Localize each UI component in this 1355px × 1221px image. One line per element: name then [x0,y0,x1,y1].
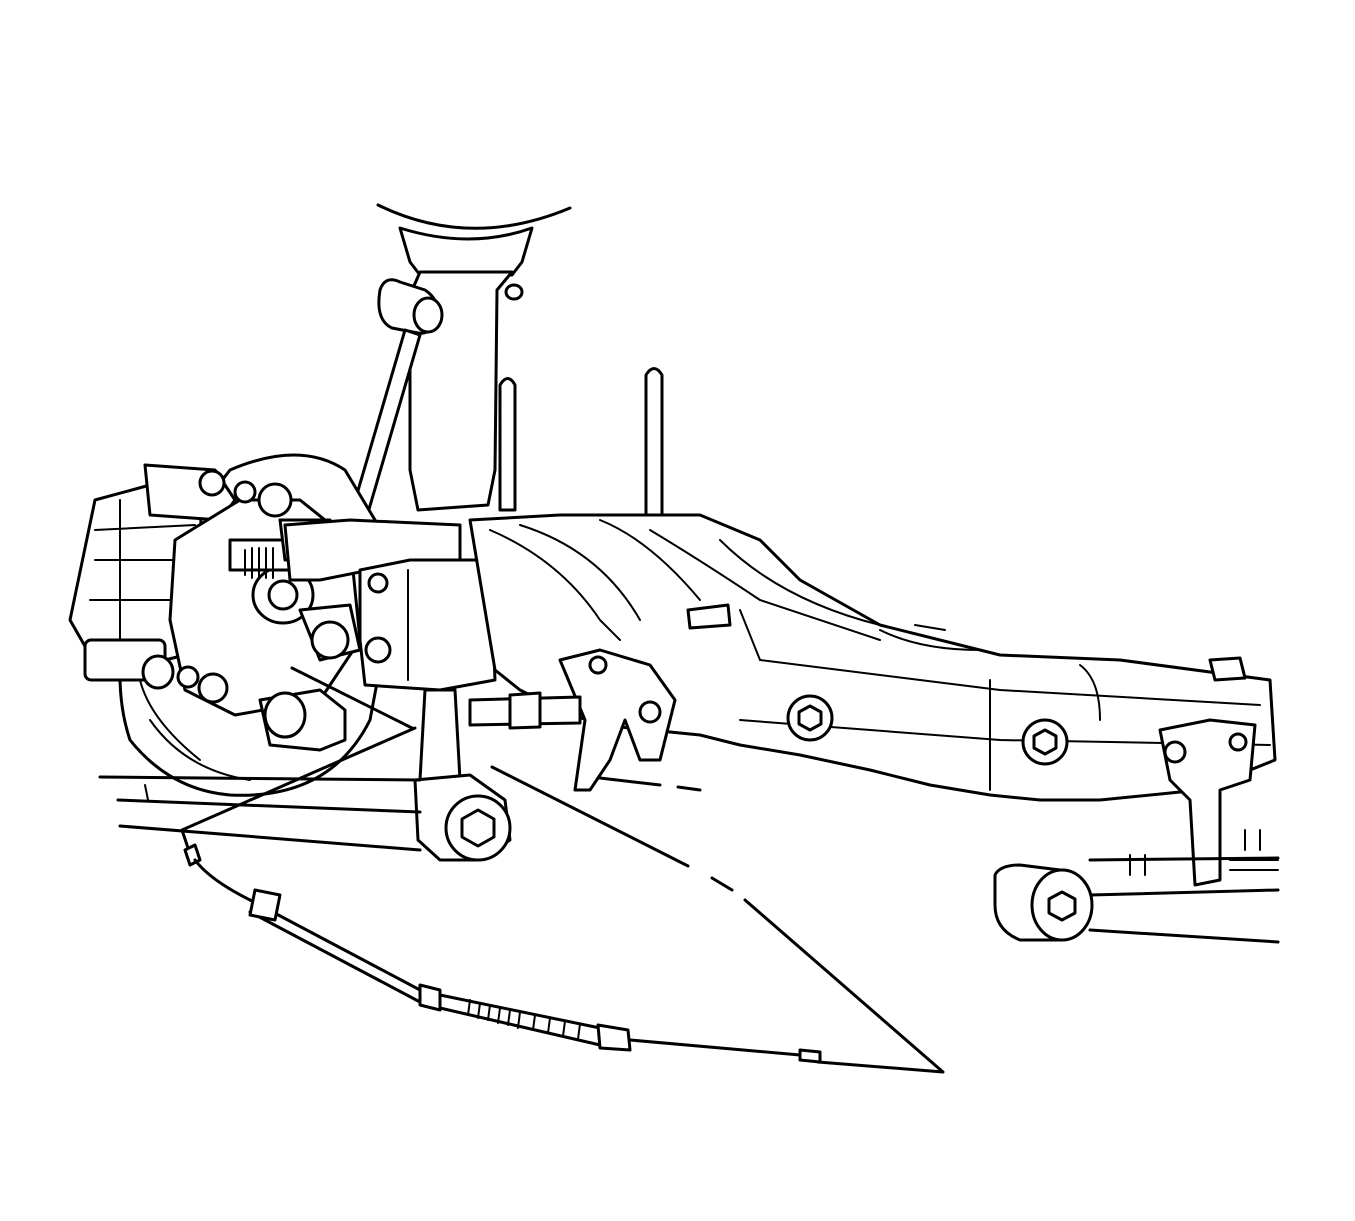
dashed-centerline [598,776,702,792]
subframe-bolts [786,694,1069,766]
strut-bracket [283,518,497,692]
lower-control-arm-left [98,775,422,852]
lower-control-arm-right [993,829,1280,944]
lower-knuckle-arm [413,688,512,862]
callout-lines [180,666,945,1074]
strut-assembly [376,203,572,512]
toe-link [468,691,582,730]
knuckle-lower-bushing [258,688,347,752]
crossmember-bracket-left [558,648,677,792]
mounting-studs [498,367,664,517]
cable-conduit-ribs [467,999,581,1040]
parking-brake-cable [183,843,822,1064]
spring-coil [244,547,274,579]
crossmember-bracket-right [1158,718,1257,887]
